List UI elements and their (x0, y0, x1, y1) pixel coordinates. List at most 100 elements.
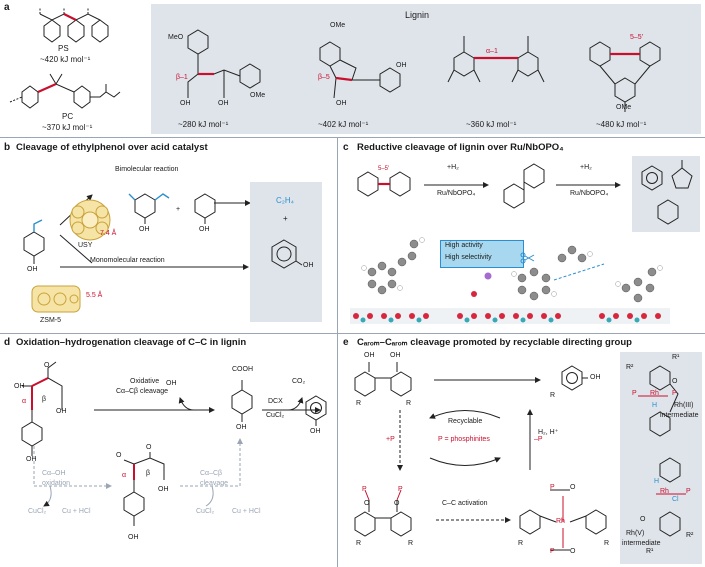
beta1-ome-2: OMe (250, 92, 266, 99)
d-cucl2-right: CuCl₂ (196, 508, 215, 515)
e-rh-label: Rh (556, 518, 565, 525)
beta1-oh-2: OH (218, 100, 229, 107)
beta1-oh-1: OH (180, 100, 191, 107)
d-lignin-oh-bottom: OH (26, 456, 37, 463)
e-h2h: H₂, H⁺ (538, 429, 559, 436)
e-p-phosphinites: P = phosphinites (438, 436, 490, 443)
55-energy: ~480 kJ mol⁻¹ (596, 120, 647, 129)
d-beta-1: β (42, 396, 47, 403)
d-oxidative-line2: Cα–Cβ cleavage (116, 388, 169, 395)
panel-label-a: a (4, 2, 10, 13)
e-biaryl-o1: O (364, 500, 370, 507)
c-biphenyl (357, 171, 411, 197)
separator-de (337, 333, 338, 567)
e-biphenol (354, 362, 412, 397)
beta1-energy: ~280 kJ mol⁻¹ (178, 120, 229, 129)
d-ketone-oh-bottom: OH (128, 534, 139, 541)
e-biaryl-p2: P (398, 486, 403, 493)
e-biphenol-oh1: OH (364, 352, 375, 359)
d-benzoic-acid (231, 380, 253, 422)
c-arrows (424, 182, 621, 188)
d-ketone-oh: OH (158, 486, 169, 493)
b-plus: + (176, 206, 181, 213)
zsm5-label: ZSM-5 (40, 317, 61, 324)
e-rh3-intermediate-label: intermediate (660, 412, 699, 419)
d-dcx-arrow (262, 397, 321, 413)
55-ome: OMe (616, 104, 632, 111)
e-biphenol-oh2: OH (390, 352, 401, 359)
e-intermediates-box (620, 352, 702, 564)
d-oxidative-arrow (94, 397, 215, 413)
beta1-bond-label: β–1 (176, 74, 188, 81)
d-ketone-o2: O (146, 444, 152, 451)
b-intermediate-products (128, 193, 216, 224)
usy-zeolite (69, 199, 111, 241)
d-lignin-model (21, 361, 63, 456)
e-rh-p1: P (550, 484, 555, 491)
d-lignin-o: O (44, 362, 50, 369)
scissors-icon (520, 252, 535, 264)
e-rh-complex (519, 489, 607, 551)
lignin-title: Lignin (405, 10, 430, 20)
b-product-c2h4: C₂H₄ (276, 196, 294, 205)
b-product-phenol (271, 239, 303, 269)
panel-title-e: Cₐᵣₒₘ–Cₐᵣₒₘ cleavage promoted by recycla… (357, 337, 632, 348)
d-cleavage-line2: cleavage (200, 480, 229, 487)
c-cyclohexylbenzene (503, 163, 545, 209)
c-bond-label: 5–5′ (378, 166, 390, 172)
b-product-oh: OH (303, 262, 314, 269)
pc-energy: ~370 kJ mol⁻¹ (42, 123, 93, 132)
c-callout (440, 240, 524, 268)
e-biphenol-r1: R (356, 400, 362, 407)
e-rh5-intermediate (656, 457, 686, 537)
e-rh-r2: R (604, 540, 610, 547)
c-callout-line2: High selectivity (445, 254, 492, 261)
e-rh5-cl: Cl (672, 496, 679, 503)
d-byproduct-ho: OH (166, 380, 177, 387)
d-cuhcl-left: Cu + HCl (62, 508, 91, 515)
beta5-oh-2: OH (396, 62, 407, 69)
e-biphenol-r2: R (406, 400, 412, 407)
d-lignin-oh: OH (56, 408, 67, 415)
e-rh3-r1: R¹ (672, 354, 680, 361)
beta1-ome: MeO (168, 34, 184, 41)
zsm5-size: 5.5 Å (86, 292, 103, 299)
d-dcx: DCX (268, 398, 283, 405)
d-cucl2: CuCl₂ (266, 412, 285, 419)
e-rh3-h: H (652, 402, 658, 409)
c-catalyst-1: Ru/NbOPO₄ (437, 190, 476, 197)
e-cc-activation-arrow (436, 517, 511, 523)
e-phenol-oh: OH (590, 374, 601, 381)
e-rh5-h: H (654, 478, 660, 485)
d-cucl2-left: CuCl₂ (28, 508, 47, 515)
e-rh5-r2: R² (686, 532, 694, 539)
panel-label-c: c (343, 142, 349, 153)
d-cleavage-line1: Cα–Cβ (200, 470, 223, 477)
e-rh-o2: O (570, 548, 576, 555)
d-benzoic-oh: OH (236, 424, 247, 431)
e-phenol (561, 365, 588, 391)
b-product-plus: + (283, 214, 288, 223)
e-rh5-rh: Rh (660, 488, 669, 495)
e-rh-p2: P (550, 548, 555, 555)
e-minus-p: –P (534, 436, 543, 443)
alpha1-bond-label: α–1 (486, 48, 498, 55)
e-rh5-label: Rh(V) (626, 530, 645, 537)
e-recyclable: Recyclable (448, 418, 483, 425)
d-oxidation-line1: Cα–OH (42, 470, 66, 477)
b-int-oh-2: OH (199, 226, 210, 233)
c-product-box (632, 156, 700, 232)
e-rh5-r1: R¹ (646, 548, 654, 555)
monomolecular-label: Monomolecular reaction (90, 257, 165, 264)
beta5-energy: ~402 kJ mol⁻¹ (318, 120, 369, 129)
beta5-bond-label: β–5 (318, 74, 330, 81)
e-top-arrow (434, 377, 541, 383)
b-int-oh-1: OH (139, 226, 150, 233)
c-catalyst-2: Ru/NbOPO₄ (570, 190, 609, 197)
e-rh3-rh: Rh (650, 390, 659, 397)
e-rh5-p: P (686, 488, 691, 495)
usy-size: 7.4 Å (100, 230, 117, 237)
e-rh3-p1: P (632, 390, 637, 397)
pc-structure (9, 73, 121, 109)
bimolecular-label: Bimolecular reaction (115, 166, 179, 173)
